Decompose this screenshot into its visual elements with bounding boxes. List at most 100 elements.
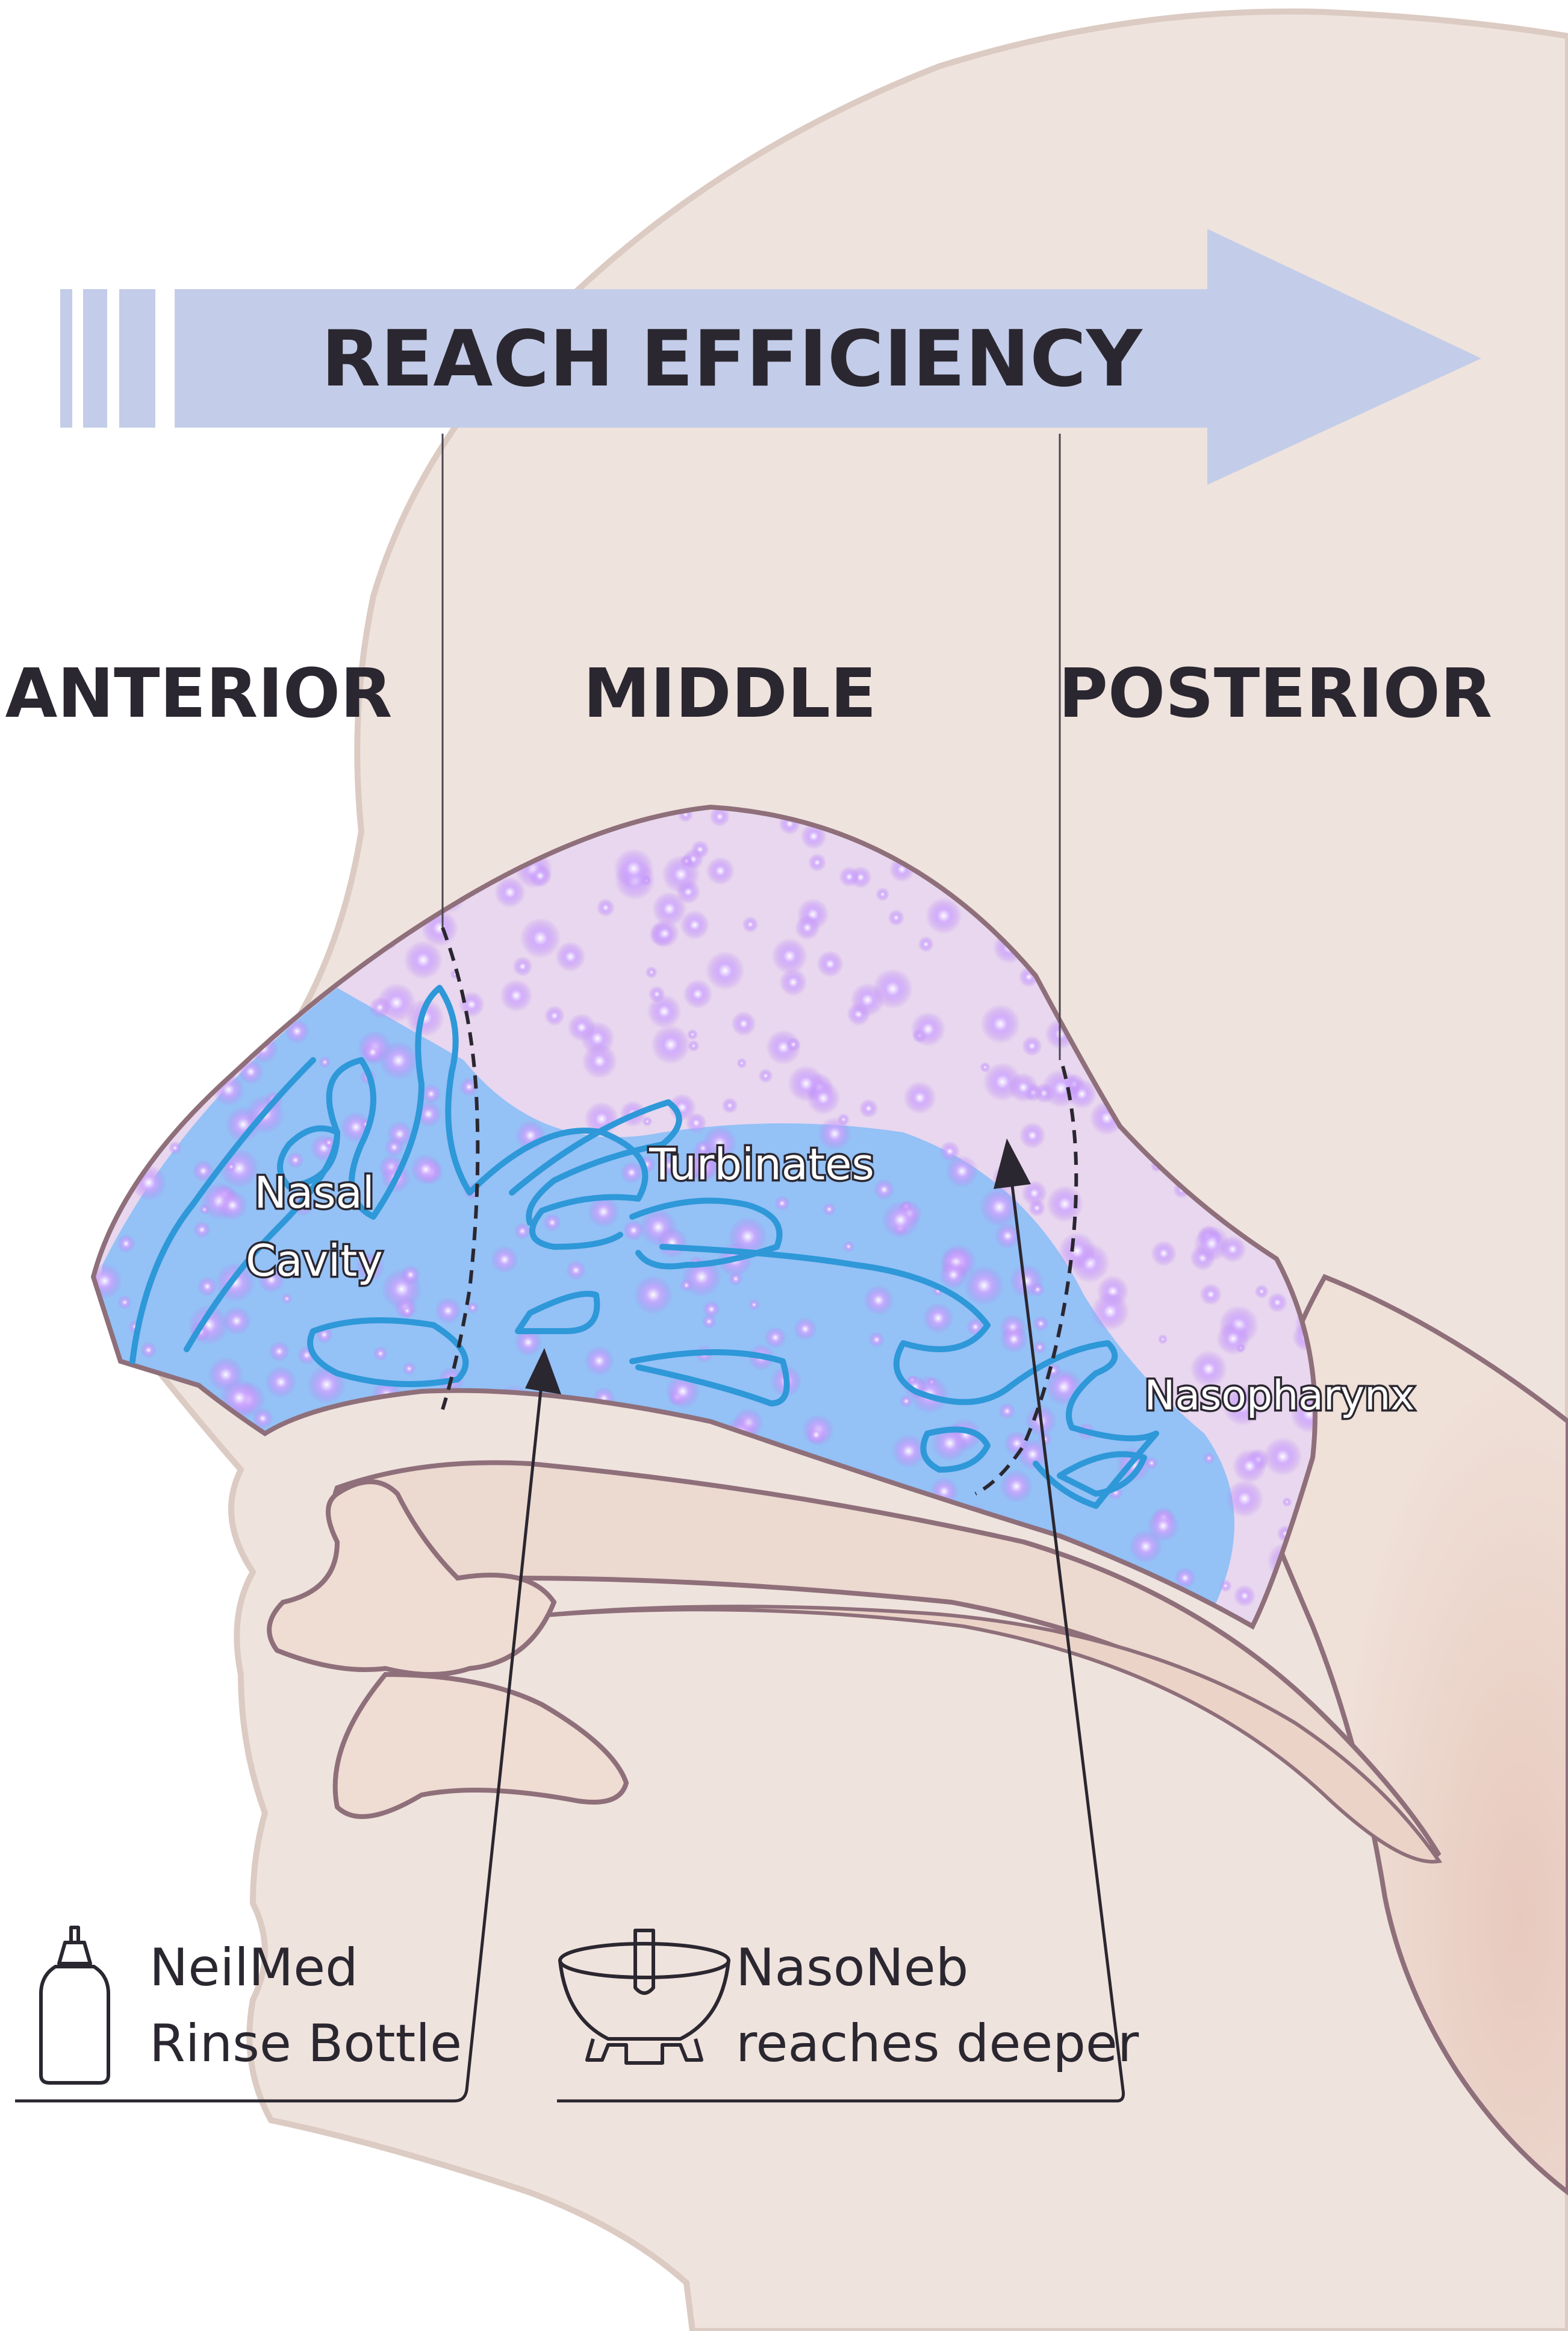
mist-bubble [1047, 1185, 1083, 1222]
mist-bubble [185, 855, 201, 871]
bottle-icon [41, 1927, 108, 2083]
mist-bubble [410, 1154, 441, 1185]
mist-bubble [742, 916, 759, 932]
mist-bubble [1234, 1585, 1256, 1607]
mist-bubble [95, 999, 131, 1036]
mist-bubble [795, 915, 820, 940]
mist-bubble [319, 1056, 331, 1068]
mist-bubble [178, 811, 205, 837]
mist-bubble [235, 895, 250, 910]
mist-bubble [759, 1069, 773, 1083]
mist-bubble [118, 1296, 132, 1309]
mist-bubble [142, 1095, 166, 1119]
mist-bubble [1059, 1232, 1096, 1270]
mist-bubble [99, 1435, 122, 1458]
mist-bubble [651, 919, 679, 947]
mist-bubble [258, 917, 278, 937]
mist-bubble [1263, 1437, 1302, 1476]
mist-bubble [869, 1332, 885, 1347]
legend-nasoneb-line2: reaches deeper [736, 2014, 1139, 2074]
mist-bubble [1219, 1579, 1232, 1592]
zone-label-anterior: ANTERIOR [5, 655, 393, 733]
mist-bubble [173, 1508, 202, 1536]
mist-bubble [1147, 1510, 1179, 1542]
mist-bubble [1033, 1341, 1047, 1354]
mist-bubble [731, 1011, 756, 1036]
mist-bubble [555, 941, 585, 972]
mist-bubble [633, 1275, 673, 1314]
mist-bubble [1216, 1322, 1249, 1355]
mist-bubble [1255, 1284, 1269, 1298]
legend-nasoneb-line1: NasoNeb [736, 1938, 968, 1998]
mist-bubble [512, 956, 532, 976]
mist-bubble [1042, 1069, 1080, 1108]
mist-bubble [706, 857, 735, 885]
mist-bubble [543, 1214, 561, 1232]
mist-bubble [582, 1044, 617, 1079]
mist-bubble [212, 813, 227, 828]
mist-bubble [106, 1599, 126, 1618]
mist-bubble [279, 791, 315, 828]
mist-bubble [81, 1588, 110, 1617]
mist-bubble [207, 1509, 224, 1526]
mist-bubble [169, 797, 196, 825]
mist-bubble [117, 816, 157, 856]
mist-bubble [500, 979, 532, 1012]
mist-bubble [198, 1538, 235, 1574]
mist-bubble [307, 1365, 346, 1404]
mist-bubble [529, 864, 552, 887]
mist-bubble [311, 846, 327, 861]
mist-bubble [148, 1003, 173, 1029]
mist-bubble [911, 1012, 946, 1047]
zone-label-middle: MIDDLE [583, 655, 877, 733]
mist-bubble [839, 867, 859, 887]
mist-bubble [255, 992, 281, 1018]
mist-bubble [118, 1076, 134, 1092]
mist-bubble [188, 1044, 211, 1067]
mist-bubble [1226, 1480, 1263, 1517]
mist-bubble [385, 1138, 403, 1156]
mist-bubble [239, 801, 272, 834]
mist-bubble [838, 1113, 850, 1126]
mist-bubble [85, 1086, 113, 1114]
mist-bubble [114, 971, 132, 989]
mist-bubble [369, 997, 390, 1018]
mist-bubble [1022, 1036, 1042, 1056]
mist-bubble [1031, 1282, 1045, 1296]
mist-bubble [114, 1090, 140, 1116]
mist-bubble [435, 1297, 461, 1324]
mist-bubble [623, 1220, 644, 1241]
label-nasal-cavity-line2: Cavity [246, 1235, 383, 1286]
mist-bubble [78, 1191, 102, 1215]
mist-bubble [184, 850, 220, 886]
mist-bubble [794, 1317, 817, 1340]
mist-bubble [807, 1425, 826, 1444]
mist-bubble [649, 986, 665, 1003]
mist-bubble [117, 1234, 135, 1253]
mist-bubble [657, 1227, 688, 1258]
mist-bubble [1145, 1457, 1158, 1470]
mist-bubble [89, 1305, 101, 1317]
mist-bubble [882, 1201, 919, 1238]
mist-bubble [1219, 1236, 1246, 1263]
legend-bottle-line1: NeilMed [149, 1938, 358, 1998]
mist-bubble [127, 840, 167, 880]
mist-bubble [281, 1293, 292, 1304]
mist-bubble [1045, 1368, 1082, 1405]
mist-bubble [84, 1138, 103, 1158]
mist-bubble [876, 887, 889, 901]
mist-bubble [203, 841, 238, 876]
mist-bubble [220, 1149, 260, 1188]
mist-bubble [226, 1162, 237, 1172]
mist-bubble [729, 1272, 743, 1286]
mist-bubble [1000, 1325, 1028, 1353]
mist-bubble [494, 877, 526, 908]
mist-bubble [520, 918, 561, 958]
mist-bubble [256, 934, 269, 947]
label-turbinates: Turbinates [649, 1139, 874, 1190]
mist-bubble [680, 1279, 693, 1291]
mist-bubble [225, 1001, 250, 1026]
mist-bubble [888, 910, 905, 926]
mist-bubble [823, 1203, 836, 1216]
